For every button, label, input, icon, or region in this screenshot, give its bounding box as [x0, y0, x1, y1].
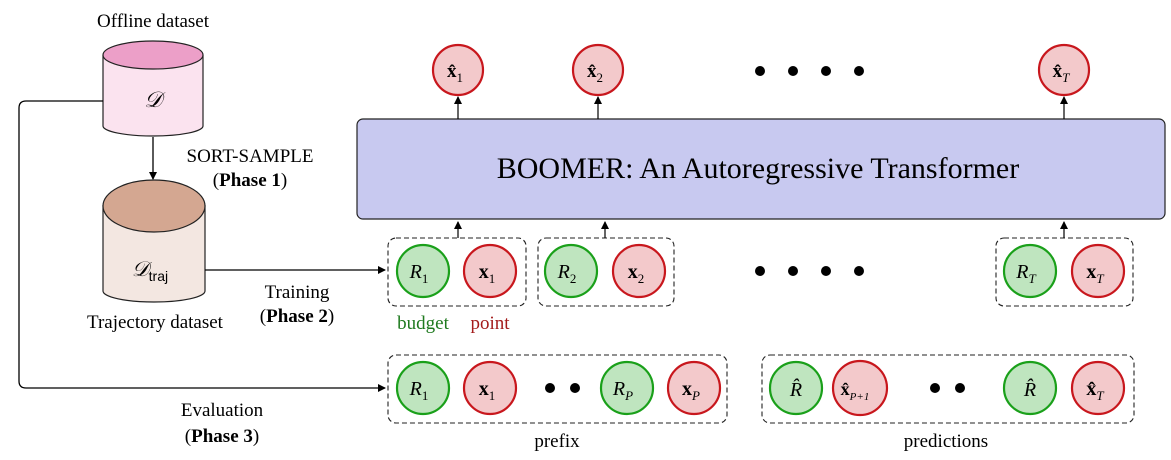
offline-dataset-label: Offline dataset [97, 11, 210, 32]
svg-text:RP: RP [612, 378, 633, 403]
phase3-label: (Phase 3) [185, 426, 259, 447]
traj-dataset-symbol: 𝒟traj [132, 257, 168, 284]
traj-cylinder-body [102, 205, 206, 303]
prefix-group [387, 354, 728, 424]
phase1-label: (Phase 1) [213, 170, 287, 191]
predictions-ellipsis [930, 383, 965, 393]
trajectory-dataset-cylinder: 𝒟traj [102, 179, 206, 303]
svg-text:x̂1: x̂1 [447, 61, 463, 85]
svg-text:R2: R2 [557, 261, 577, 286]
evaluation-arrow [18, 100, 386, 392]
offline-dataset-cylinder: 𝒟 [102, 40, 204, 137]
boomer-model-box [356, 118, 1166, 220]
evaluation-label: Evaluation [181, 400, 264, 421]
eval-token-x1: x1 [462, 360, 518, 416]
svg-text:xP: xP [682, 378, 700, 403]
output-node-x1: x̂1 [431, 43, 485, 97]
token-xT: xT [1070, 243, 1126, 299]
token-group-1 [387, 237, 527, 307]
training-label: Training [265, 282, 330, 303]
token-R1: R1 [395, 243, 451, 299]
token-R2: R2 [543, 243, 599, 299]
svg-text:RT: RT [1015, 261, 1036, 286]
svg-text:x̂2: x̂2 [587, 61, 603, 85]
predictions-group [761, 354, 1135, 424]
budget-label: budget [397, 313, 449, 334]
svg-text:x1: x1 [479, 378, 496, 403]
model-title: BOOMER: An Autoregressive Transformer [497, 152, 1019, 185]
svg-text:R1: R1 [409, 261, 429, 286]
svg-text:x1: x1 [479, 261, 496, 286]
prefix-label: prefix [534, 431, 580, 452]
pred-token-xT: x̂T [1070, 360, 1126, 416]
token-x1: x1 [462, 243, 518, 299]
eval-token-xP: xP [666, 360, 722, 416]
eval-token-RP: RP [599, 360, 655, 416]
token-x2: x2 [611, 243, 667, 299]
pred-token-rhat-2: R̂ [1002, 360, 1058, 416]
output-node-x2: x̂2 [571, 43, 625, 97]
eval-token-R1: R1 [395, 360, 451, 416]
svg-text:R1: R1 [409, 378, 429, 403]
svg-text:R̂: R̂ [1023, 378, 1036, 401]
traj-cylinder-top [102, 179, 206, 233]
offline-cylinder-body [102, 55, 204, 137]
svg-text:x̂P+1: x̂P+1 [841, 379, 870, 403]
prefix-ellipsis [545, 383, 580, 393]
offline-dataset-symbol: 𝒟 [144, 87, 166, 112]
predictions-label: predictions [904, 431, 988, 452]
point-label: point [470, 313, 510, 334]
offline-cylinder-top [102, 40, 204, 70]
svg-text:x̂T: x̂T [1086, 378, 1104, 403]
phase2-label: (Phase 2) [260, 306, 334, 327]
svg-text:R̂: R̂ [789, 378, 802, 401]
output-ellipsis [755, 66, 864, 76]
training-ellipsis [755, 266, 864, 276]
token-group-2 [537, 237, 675, 307]
svg-text:xT: xT [1086, 261, 1104, 286]
svg-text:x̂T: x̂T [1053, 61, 1071, 85]
token-RT: RT [1002, 243, 1058, 299]
output-node-xT: x̂T [1037, 43, 1091, 97]
trajectory-dataset-label: Trajectory dataset [87, 312, 224, 333]
sort-sample-label: SORT-SAMPLE [187, 146, 314, 167]
pred-token-rhat-1: R̂ [768, 360, 824, 416]
svg-text:x2: x2 [628, 261, 645, 286]
pred-token-xP1: x̂P+1 [831, 359, 889, 417]
